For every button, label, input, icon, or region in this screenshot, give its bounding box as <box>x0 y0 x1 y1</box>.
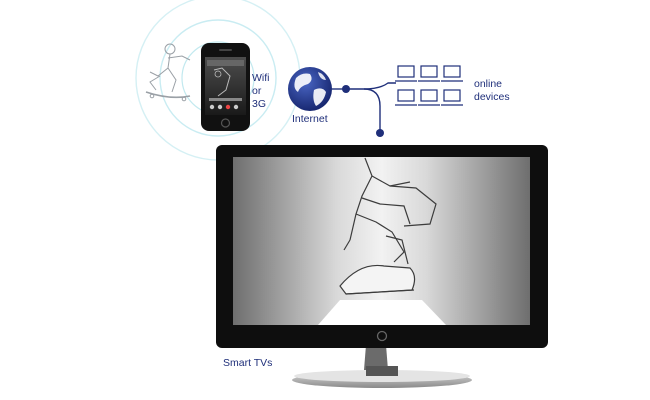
wifi-label-line1: Wifi <box>252 72 270 84</box>
laptop-icon-group <box>395 65 463 106</box>
laptop-icon <box>418 89 440 106</box>
internet-label: Internet <box>292 113 328 125</box>
laptop-icon <box>395 89 417 106</box>
skateboarder-small-illustration <box>145 43 191 102</box>
smart-tvs-label: Smart TVs <box>223 357 273 369</box>
wifi-label-line2: or <box>252 85 262 97</box>
online-devices-label: online devices <box>474 78 534 104</box>
television-icon <box>216 145 548 388</box>
globe-icon <box>288 67 332 111</box>
laptop-icon <box>441 89 463 106</box>
laptop-icon <box>418 65 440 82</box>
wifi-label-line3: 3G <box>252 98 267 110</box>
skateboarder-illustration <box>339 157 437 295</box>
smartphone-icon <box>201 43 250 131</box>
network-connectors <box>332 82 396 137</box>
laptop-icon <box>441 65 463 82</box>
devices-label-line1: online <box>474 78 503 90</box>
connection-type-label: Wifi or 3G <box>252 72 282 111</box>
laptop-icon <box>395 65 417 82</box>
devices-label-line2: devices <box>474 91 510 103</box>
